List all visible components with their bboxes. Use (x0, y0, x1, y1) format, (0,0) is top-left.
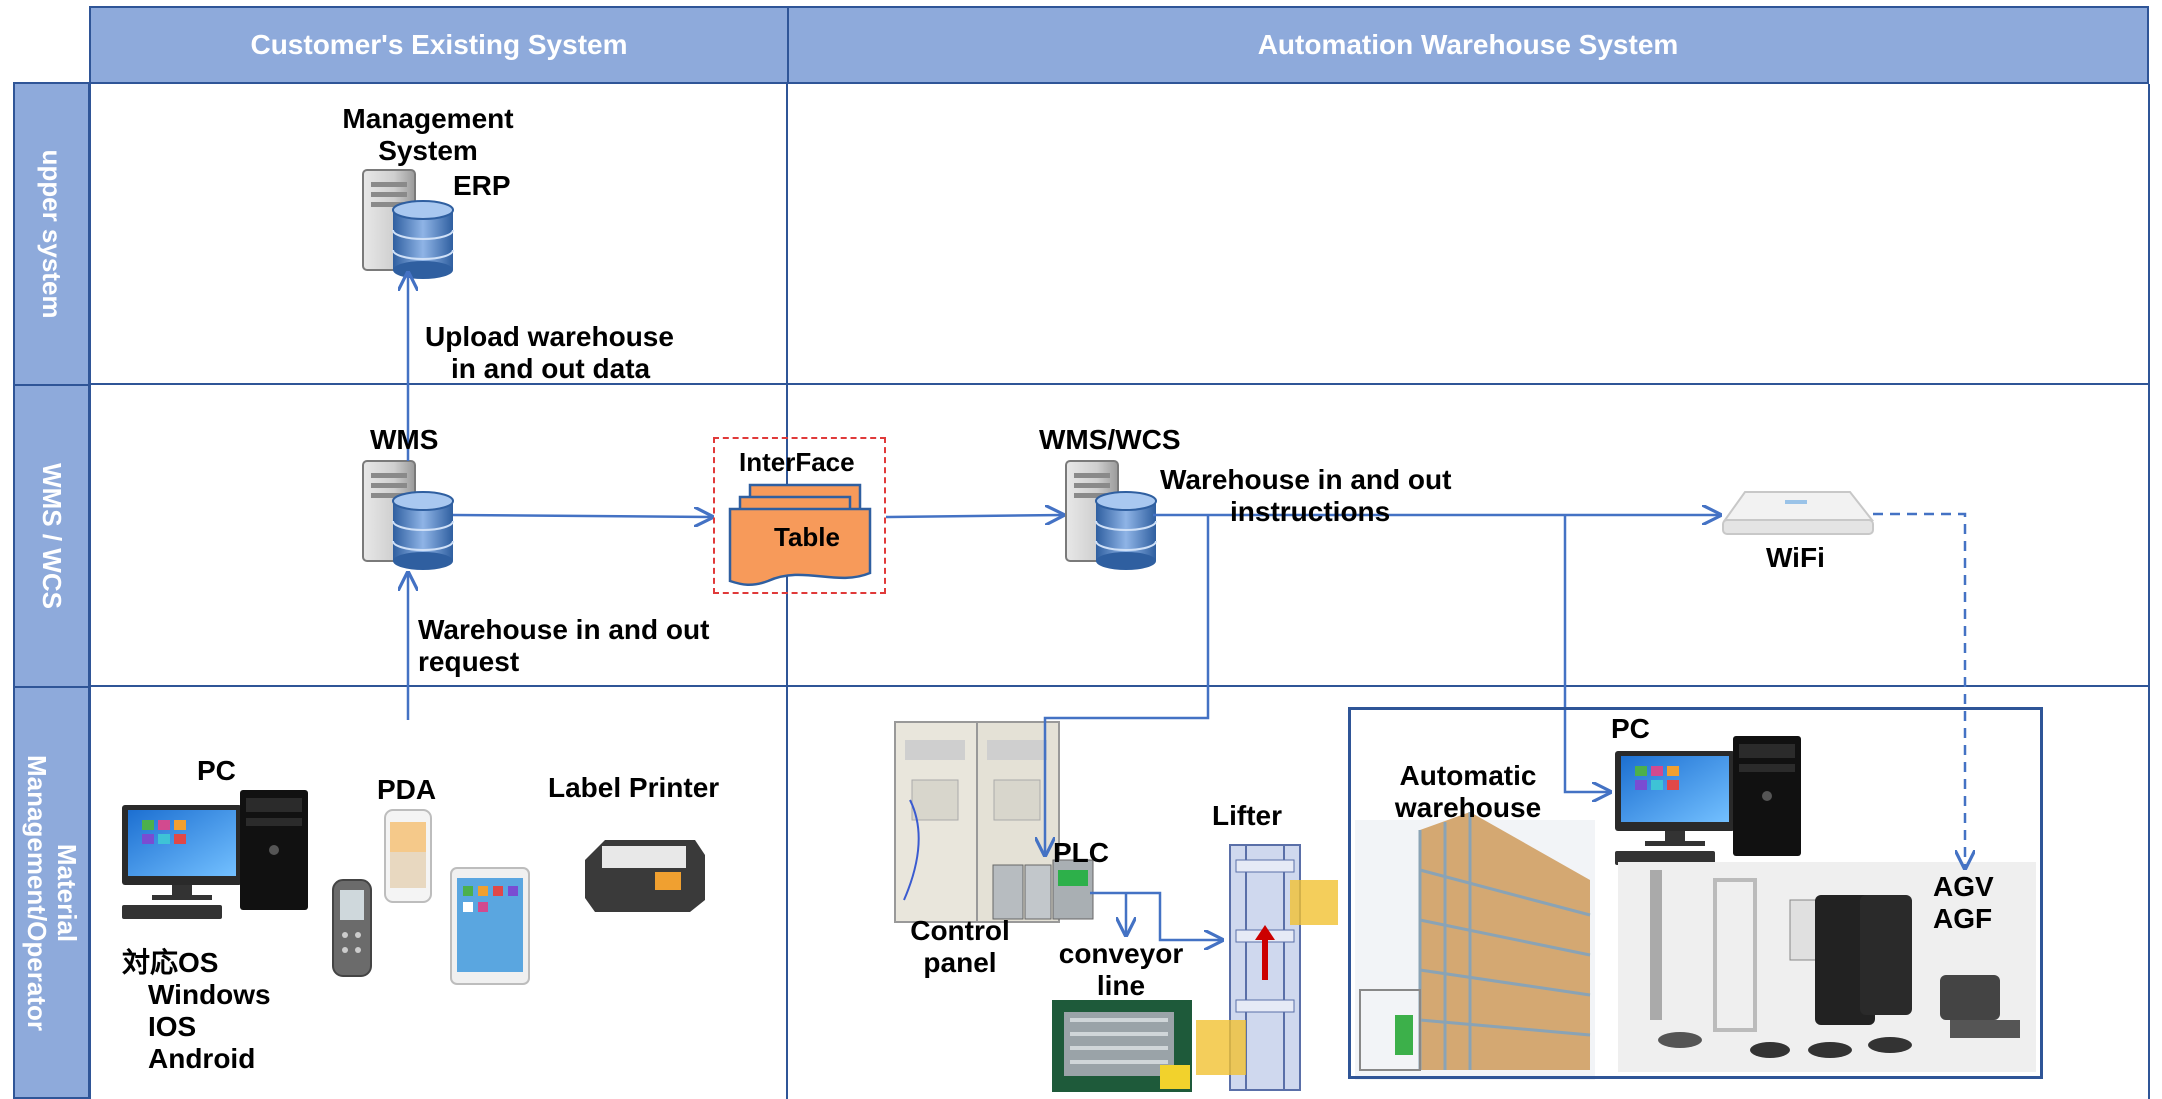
erp-server-icon (362, 169, 454, 280)
lifter-icon (1196, 844, 1338, 1091)
lane-material-management: Material Management/Operator (13, 686, 91, 1099)
control-panel-label: Control panel (910, 915, 1010, 978)
conveyor-line-icon (1052, 1000, 1192, 1092)
management-system-label: Management System (342, 103, 514, 166)
automatic-warehouse-label: Automatic warehouse (1394, 760, 1542, 823)
agv-agf-icon (1618, 862, 2036, 1072)
conveyor-line-label: conveyor line (1058, 938, 1184, 1001)
pda-label: PDA (377, 774, 437, 805)
erp-label: ERP (453, 170, 511, 201)
header-corner (0, 0, 89, 84)
header-customer-system: Customer's Existing System (89, 6, 789, 84)
label-printer-icon (585, 840, 705, 912)
wms-label: WMS (370, 424, 439, 455)
lane-wms-wcs: WMS / WCS (13, 384, 91, 688)
pc2-label: PC (1611, 713, 1650, 744)
wmswcs-server-icon (1065, 460, 1157, 571)
grid-lines (88, 84, 2150, 1099)
table-document-icon (728, 483, 872, 586)
instructions-label: Warehouse in and out instructions (1160, 464, 1452, 527)
request-label: Warehouse in and out request (418, 614, 710, 677)
wmswcs-label: WMS/WCS (1039, 424, 1181, 455)
header-automation-system: Automation Warehouse System (787, 6, 2149, 84)
pc-label: PC (197, 755, 236, 786)
table-label: Table (774, 522, 840, 552)
supported-os-list: 対応OS Windows IOS Android (122, 947, 271, 1074)
plc-icon (992, 859, 1094, 920)
automation-equipment-box (1348, 707, 2043, 1079)
lifter-label: Lifter (1212, 800, 1282, 831)
pc-icon (122, 790, 308, 919)
connectors (408, 273, 1965, 940)
label-printer-label: Label Printer (548, 772, 720, 803)
wifi-label: WiFi (1766, 542, 1825, 573)
interface-label: InterFace (739, 447, 855, 477)
tablet-icon (450, 867, 530, 985)
upload-data-label: Upload warehouse in and out data (425, 321, 674, 384)
plc-label: PLC (1053, 837, 1109, 868)
wifi-router-icon (1722, 491, 1875, 535)
phone-icon (384, 809, 432, 903)
agv-label: AGV AGF (1933, 871, 1994, 934)
wms-server-icon (362, 460, 454, 571)
interface-box (713, 437, 886, 594)
pda-icon (332, 879, 372, 977)
automatic-warehouse-icon (1355, 812, 1595, 1080)
